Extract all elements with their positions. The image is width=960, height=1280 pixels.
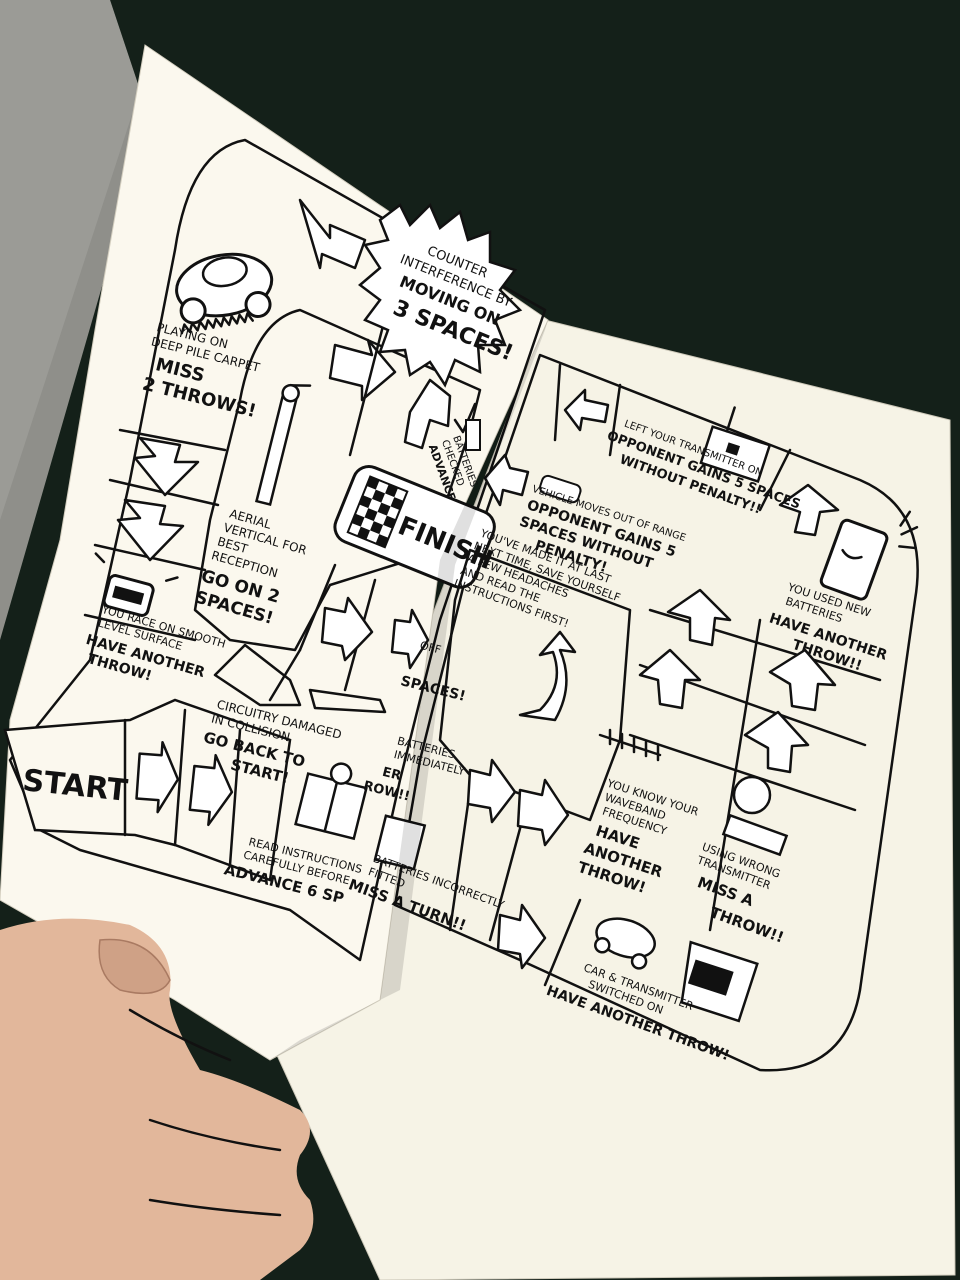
square-carpet: PLAYING ON DEEP PILE CARPET MISS 2 THROW…: [140, 252, 274, 422]
off-line: OFF: [419, 639, 443, 657]
start-square: START: [3, 698, 292, 882]
burst-callout: COUNTER INTERFERENCE BY MOVING ON 3 SPAC…: [357, 202, 523, 388]
battery-icon: [465, 419, 481, 451]
battery-icon: [819, 510, 919, 601]
battery-icon: [373, 814, 427, 871]
car-icon: [94, 552, 179, 617]
right-bottom-row: [448, 758, 582, 987]
square-aerial: AERIAL VERTICAL FOR BEST RECEPTION GO ON…: [193, 383, 312, 629]
left-column: [83, 428, 227, 642]
book-icon: [294, 762, 368, 841]
spine-shadow: [270, 320, 548, 1060]
inner-bottom-squares: [268, 563, 430, 702]
hand: [0, 918, 314, 1280]
right-column: [598, 588, 882, 932]
transmitter-icon: [699, 406, 772, 483]
car-icon: [175, 252, 274, 335]
car-icon: [539, 474, 582, 504]
checkered-flag-icon: [346, 475, 409, 549]
car-icon: [594, 917, 656, 970]
right-top-row: [483, 363, 840, 537]
finish-square: FINISH: [333, 465, 497, 589]
square-batteries-immediately: BATTERIES IMMEDIATELY ER ROW!!: [362, 734, 467, 804]
aerial-icon: [254, 383, 312, 507]
hand-icon: [680, 940, 759, 1023]
operator-icon: [721, 775, 789, 857]
batteries-immediately-action-1: ER: [381, 765, 403, 784]
